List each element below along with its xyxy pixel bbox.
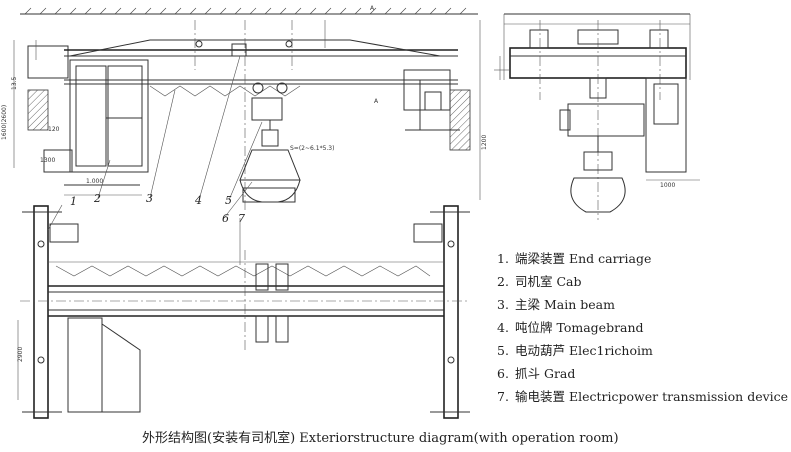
legend-item: 7. 输电装置 Electricpower transmission device bbox=[497, 385, 788, 408]
plan-left-dim: 2900 bbox=[17, 347, 24, 362]
legend-item: 4. 吨位牌 Tomagebrand bbox=[497, 316, 788, 339]
legend-number: 7. bbox=[497, 389, 509, 404]
cab-dim-1: 1300 bbox=[40, 157, 55, 164]
legend-item: 1. 端梁装置 End carriage bbox=[497, 247, 788, 270]
callout-7: 7 bbox=[238, 212, 245, 225]
legend-number: 4. bbox=[497, 320, 509, 335]
legend-text: 抓斗 Grad bbox=[515, 366, 576, 381]
component-legend: 1. 端梁装置 End carriage 2. 司机室 Cab 3. 主梁 Main … bbox=[497, 247, 788, 408]
figure-caption: 外形结构图(安装有司机室) Exteriorstructure diagram(… bbox=[142, 431, 619, 446]
front-elevation: A bbox=[1, 5, 488, 210]
legend-text: 主梁 Main beam bbox=[515, 297, 615, 312]
legend-number: 3. bbox=[497, 297, 509, 312]
legend-text: 司机室 Cab bbox=[515, 274, 582, 289]
legend-item: 6. 抓斗 Grad bbox=[497, 362, 788, 385]
legend-number: 1. bbox=[497, 251, 509, 266]
cab-height-dim: 120 bbox=[48, 126, 60, 133]
span-label: S=(2~6.1*5.3) bbox=[290, 145, 334, 152]
right-height-dim: 1200 bbox=[481, 135, 488, 150]
section-mark: A bbox=[374, 98, 379, 105]
legend-item: 3. 主梁 Main beam bbox=[497, 293, 788, 316]
legend-text: 输电装置 Electricpower transmission device bbox=[515, 389, 789, 404]
callout-5: 5 bbox=[225, 194, 232, 207]
callout-3: 3 bbox=[146, 192, 153, 205]
callout-4: 4 bbox=[194, 194, 202, 207]
callout-6: 6 bbox=[222, 212, 229, 225]
bottom-left-dim: 1.000 bbox=[86, 178, 103, 185]
side-view: 1000 bbox=[494, 13, 700, 220]
cab-dim-2: 1600(2600) bbox=[1, 105, 8, 140]
plan-view: 2900 bbox=[17, 205, 470, 419]
callout-2: 2 bbox=[93, 192, 101, 205]
legend-item: 2. 司机室 Cab bbox=[497, 270, 788, 293]
legend-text: 端梁装置 End carriage bbox=[515, 251, 652, 266]
callouts: 1 2 3 4 5 6 7 bbox=[47, 55, 263, 265]
legend-number: 2. bbox=[497, 274, 509, 289]
legend-number: 5. bbox=[497, 343, 509, 358]
side-view-bottom-dim: 1000 bbox=[660, 182, 675, 189]
legend-item: 5. 电动葫芦 Elec1richoim bbox=[497, 339, 788, 362]
callout-1: 1 bbox=[70, 195, 77, 208]
legend-number: 6. bbox=[497, 366, 509, 381]
legend-text: 吨位牌 Tomagebrand bbox=[515, 320, 644, 335]
top-center-mark: A bbox=[370, 5, 375, 12]
legend-text: 电动葫芦 Elec1richoim bbox=[515, 343, 653, 358]
height-dim-left: 13.5 bbox=[11, 76, 18, 90]
